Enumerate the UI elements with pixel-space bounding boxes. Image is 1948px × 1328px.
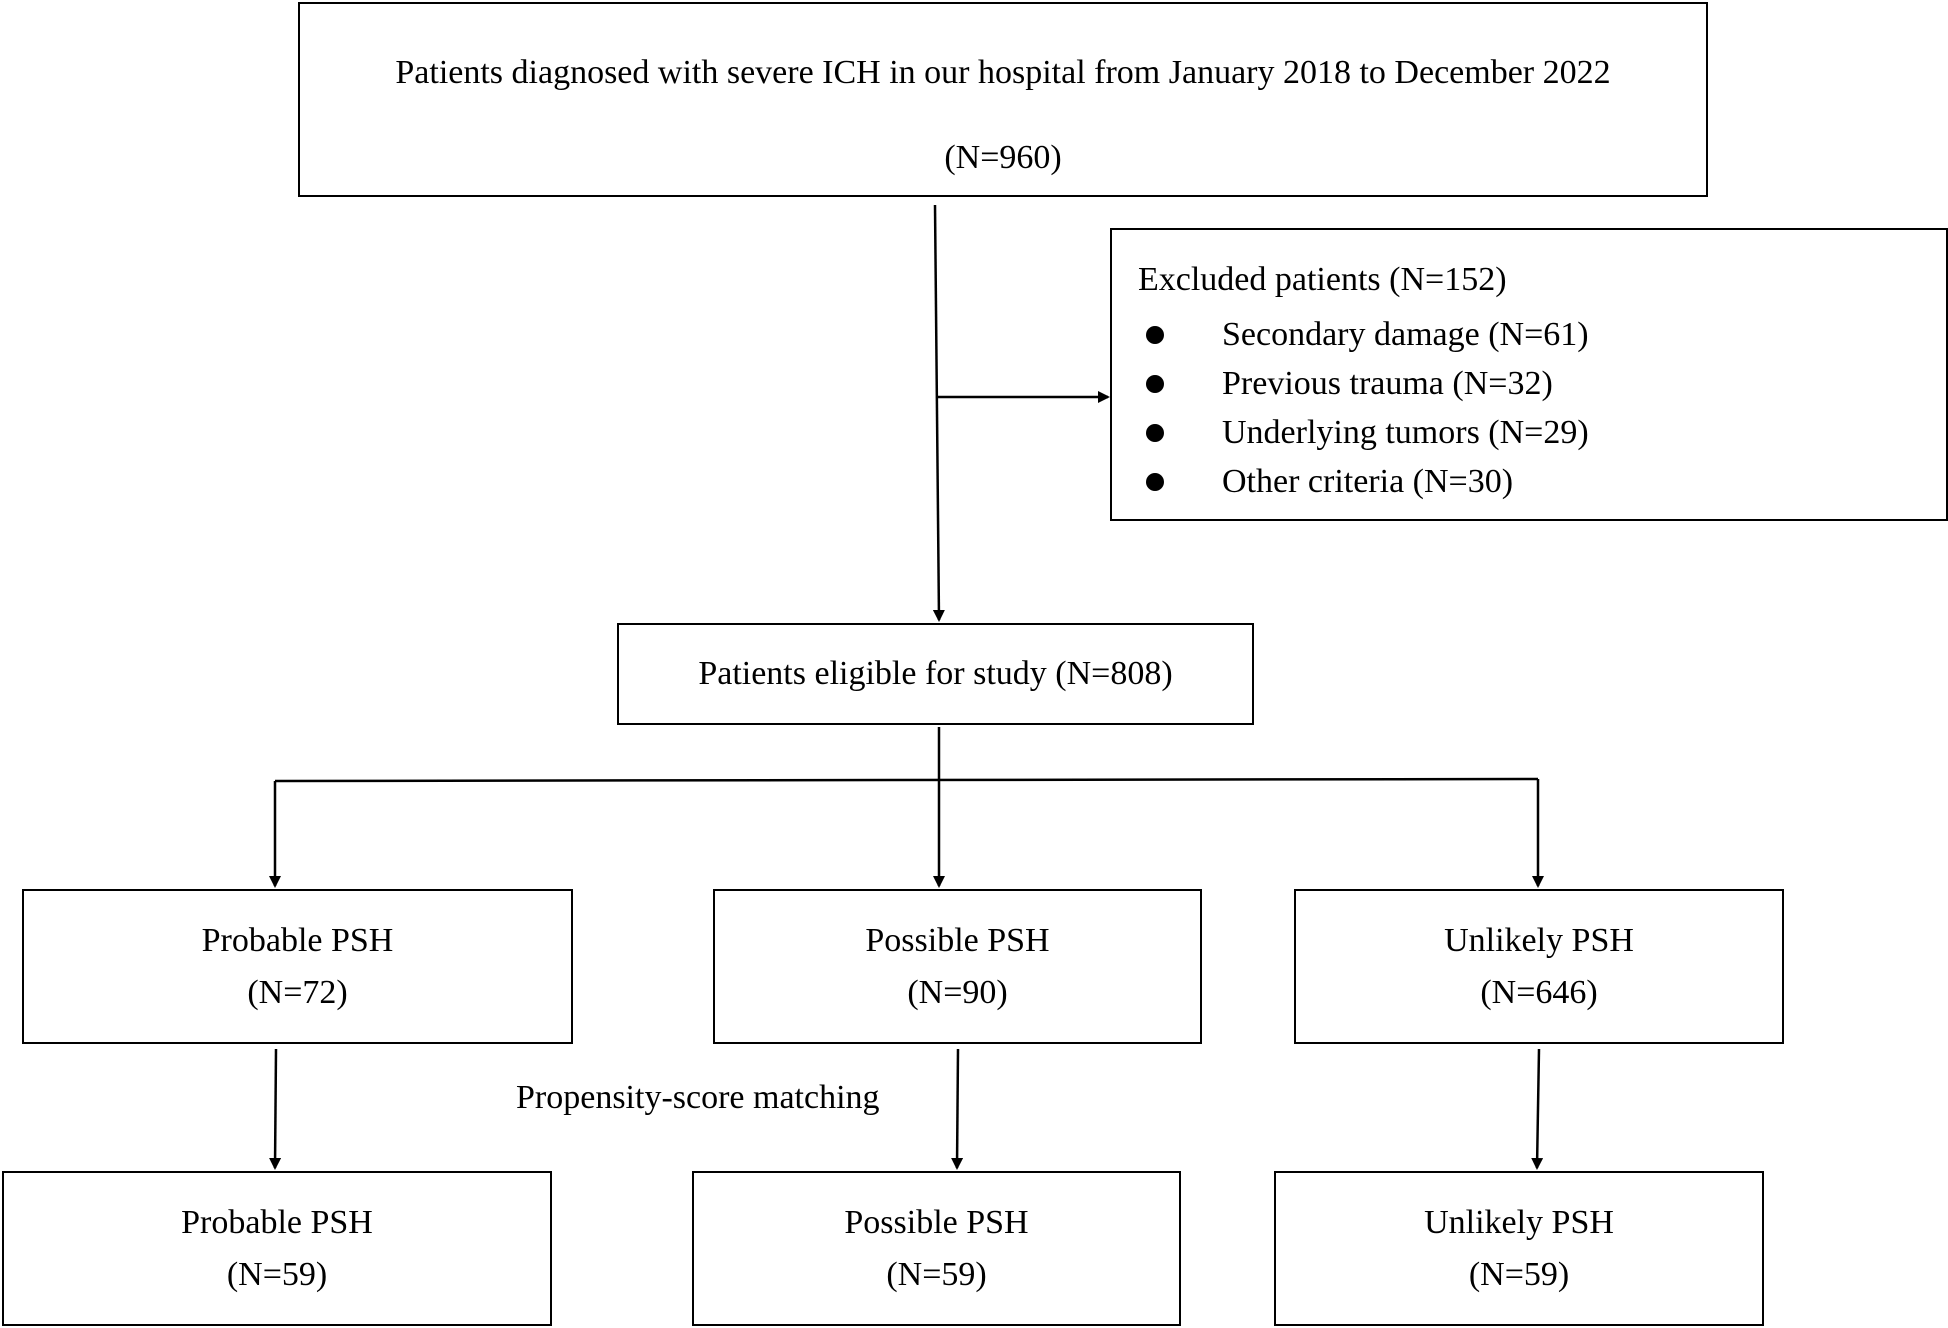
excluded-item-label: Other criteria (N=30): [1222, 463, 1514, 500]
bullet-icon: [1146, 325, 1164, 344]
all-patients-description: Patients diagnosed with severe ICH in ou…: [395, 54, 1611, 91]
excluded-title: Excluded patients (N=152): [1138, 261, 1507, 298]
list-item: Secondary damage (N=61): [1138, 310, 1946, 359]
group-count: (N=72): [247, 973, 348, 1011]
arrow-probable-matched: [269, 1048, 282, 1170]
box-possible-psh: Possible PSH (N=90): [713, 889, 1202, 1044]
group-name: Possible PSH: [865, 921, 1050, 959]
bullet-icon: [1146, 374, 1164, 393]
excluded-item-label: Underlying tumors (N=29): [1222, 414, 1589, 451]
box-unlikely-psh-matched: Unlikely PSH (N=59): [1274, 1171, 1764, 1326]
box-excluded-patients: Excluded patients (N=152) Secondary dama…: [1110, 228, 1948, 521]
group-count: (N=646): [1480, 973, 1598, 1011]
arrow-unlikely-matched: [1531, 1048, 1544, 1170]
box-probable-psh-matched: Probable PSH (N=59): [2, 1171, 552, 1326]
group-name: Probable PSH: [181, 1203, 373, 1241]
group-name: Unlikely PSH: [1424, 1203, 1614, 1241]
eligible-label: Patients eligible for study (N=808): [698, 655, 1173, 692]
arrow-possible-matched: [951, 1048, 964, 1170]
list-item: Underlying tumors (N=29): [1138, 408, 1946, 457]
excluded-list: Secondary damage (N=61) Previous trauma …: [1138, 310, 1946, 506]
box-eligible-patients: Patients eligible for study (N=808): [617, 623, 1254, 725]
box-probable-psh: Probable PSH (N=72): [22, 889, 573, 1044]
box-all-patients: Patients diagnosed with severe ICH in ou…: [298, 2, 1708, 197]
list-item: Other criteria (N=30): [1138, 457, 1946, 506]
propensity-score-matching-label: Propensity-score matching: [516, 1079, 880, 1116]
all-patients-count: (N=960): [944, 139, 1062, 176]
box-possible-psh-matched: Possible PSH (N=59): [692, 1171, 1181, 1326]
group-name: Possible PSH: [844, 1203, 1029, 1241]
list-item: Previous trauma (N=32): [1138, 359, 1946, 408]
box-unlikely-psh: Unlikely PSH (N=646): [1294, 889, 1784, 1044]
group-count: (N=59): [1468, 1255, 1570, 1293]
bullet-icon: [1146, 472, 1164, 491]
group-count: (N=90): [907, 973, 1008, 1011]
line-branch-horizontal: [274, 777, 1539, 783]
excluded-item-label: Secondary damage (N=61): [1222, 316, 1589, 353]
arrow-top-to-eligible: [932, 204, 945, 622]
excluded-item-label: Previous trauma (N=32): [1222, 365, 1553, 402]
bullet-icon: [1146, 423, 1164, 442]
group-count: (N=59): [886, 1255, 987, 1293]
group-name: Probable PSH: [201, 921, 394, 959]
group-name: Unlikely PSH: [1444, 921, 1634, 959]
group-count: (N=59): [226, 1255, 328, 1293]
